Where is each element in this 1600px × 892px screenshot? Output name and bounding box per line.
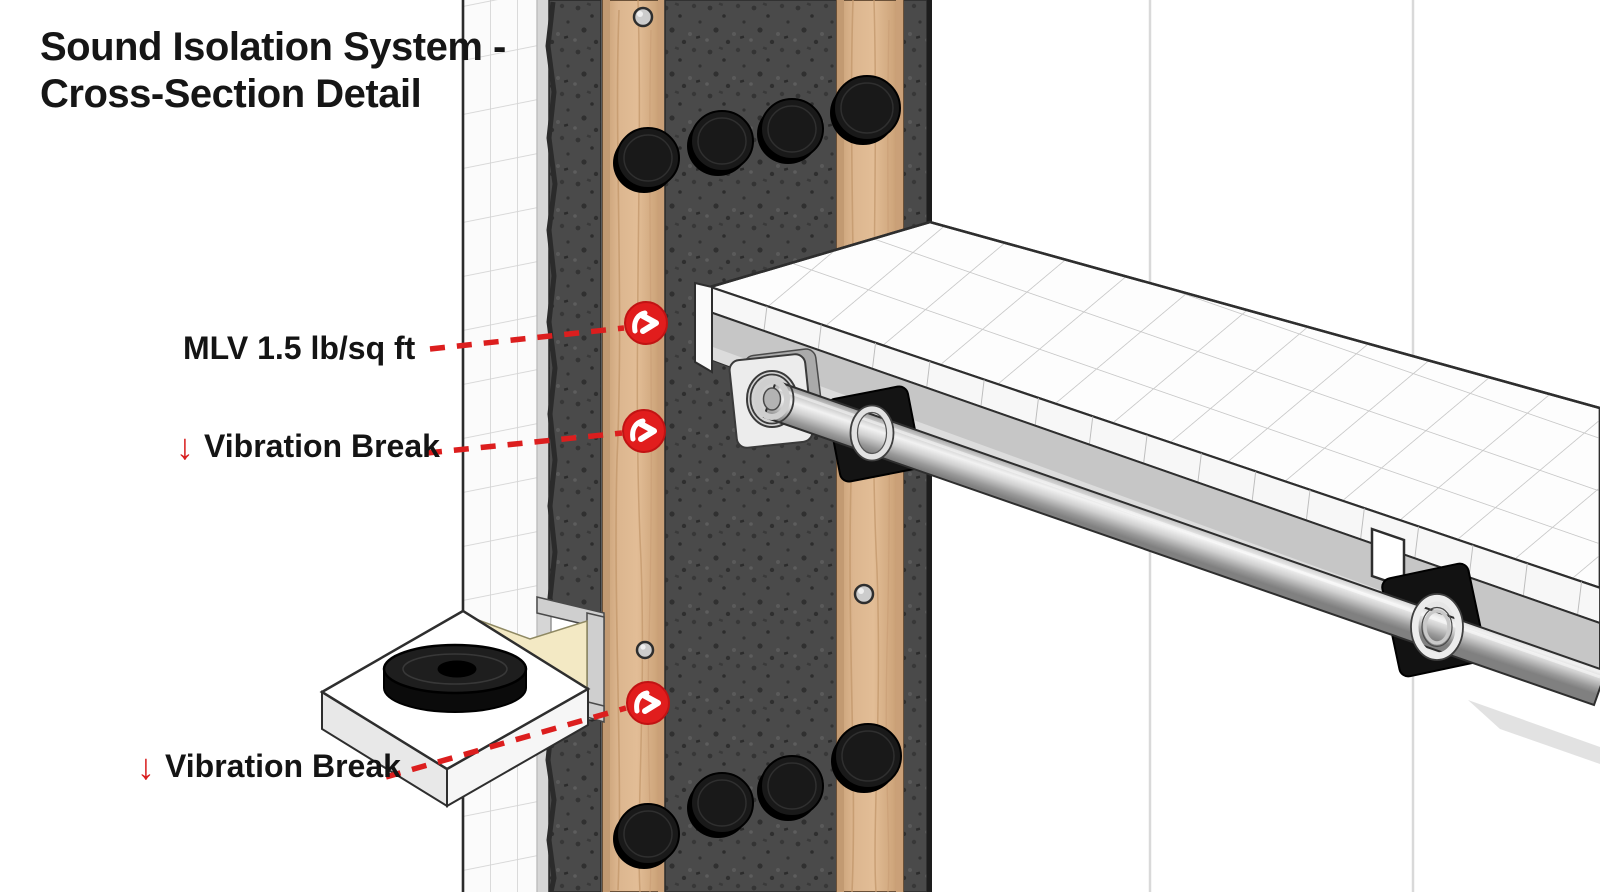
isolation-pad xyxy=(831,723,902,793)
curved-arrow-icon xyxy=(630,418,657,442)
curved-arrow-icon xyxy=(634,690,661,714)
shelf-end-cap xyxy=(694,281,713,374)
screw-icon xyxy=(853,583,875,605)
isolation-pad xyxy=(687,772,754,838)
label-vibration-break-lower-text: Vibration Break xyxy=(165,748,401,784)
washer-ring xyxy=(1410,593,1464,661)
isolation-pad xyxy=(613,127,680,193)
annotation-marker-vibration-break-upper xyxy=(622,409,666,453)
annotation-marker-vibration-break-lower xyxy=(626,681,670,725)
annotation-marker-mlv xyxy=(624,301,668,345)
washer-ring xyxy=(849,404,895,462)
isolation-pad xyxy=(830,75,901,145)
rubber-isolator-pad xyxy=(382,643,528,713)
label-vibration-break-upper: ↓ Vibration Break xyxy=(176,428,440,465)
label-mlv: MLV 1.5 lb/sq ft xyxy=(183,330,415,367)
mlv-layer-upper xyxy=(545,0,602,615)
title-line-1: Sound Isolation System - xyxy=(40,25,506,69)
isolation-pad xyxy=(757,755,824,821)
down-arrow-icon: ↓ xyxy=(176,425,194,467)
rod-shadow xyxy=(1468,700,1600,764)
screw-icon xyxy=(635,640,655,660)
label-vibration-break-lower: ↓ Vibration Break xyxy=(137,748,401,785)
curved-arrow-icon xyxy=(632,310,659,334)
isolation-pad xyxy=(757,98,824,164)
isolation-pad xyxy=(687,110,754,176)
label-mlv-text: MLV 1.5 lb/sq ft xyxy=(183,330,416,366)
down-arrow-icon: ↓ xyxy=(137,745,155,787)
isolation-pad xyxy=(613,803,680,869)
isolation-pads-top xyxy=(613,75,901,193)
isolation-pads-bottom xyxy=(613,723,902,869)
screw-icon xyxy=(632,6,654,28)
label-vibration-break-upper-text: Vibration Break xyxy=(204,428,440,464)
mlv-layer-lower xyxy=(545,719,602,892)
leader-line-vibration-break-upper xyxy=(426,430,623,456)
leader-line-mlv xyxy=(429,325,625,352)
flange-boss-ring xyxy=(749,373,795,425)
tiled-wall xyxy=(461,0,537,892)
page-title: Sound Isolation System - Cross-Section D… xyxy=(40,24,506,118)
title-line-2: Cross-Section Detail xyxy=(40,72,422,116)
leader-line-vibration-break-lower xyxy=(385,705,627,780)
